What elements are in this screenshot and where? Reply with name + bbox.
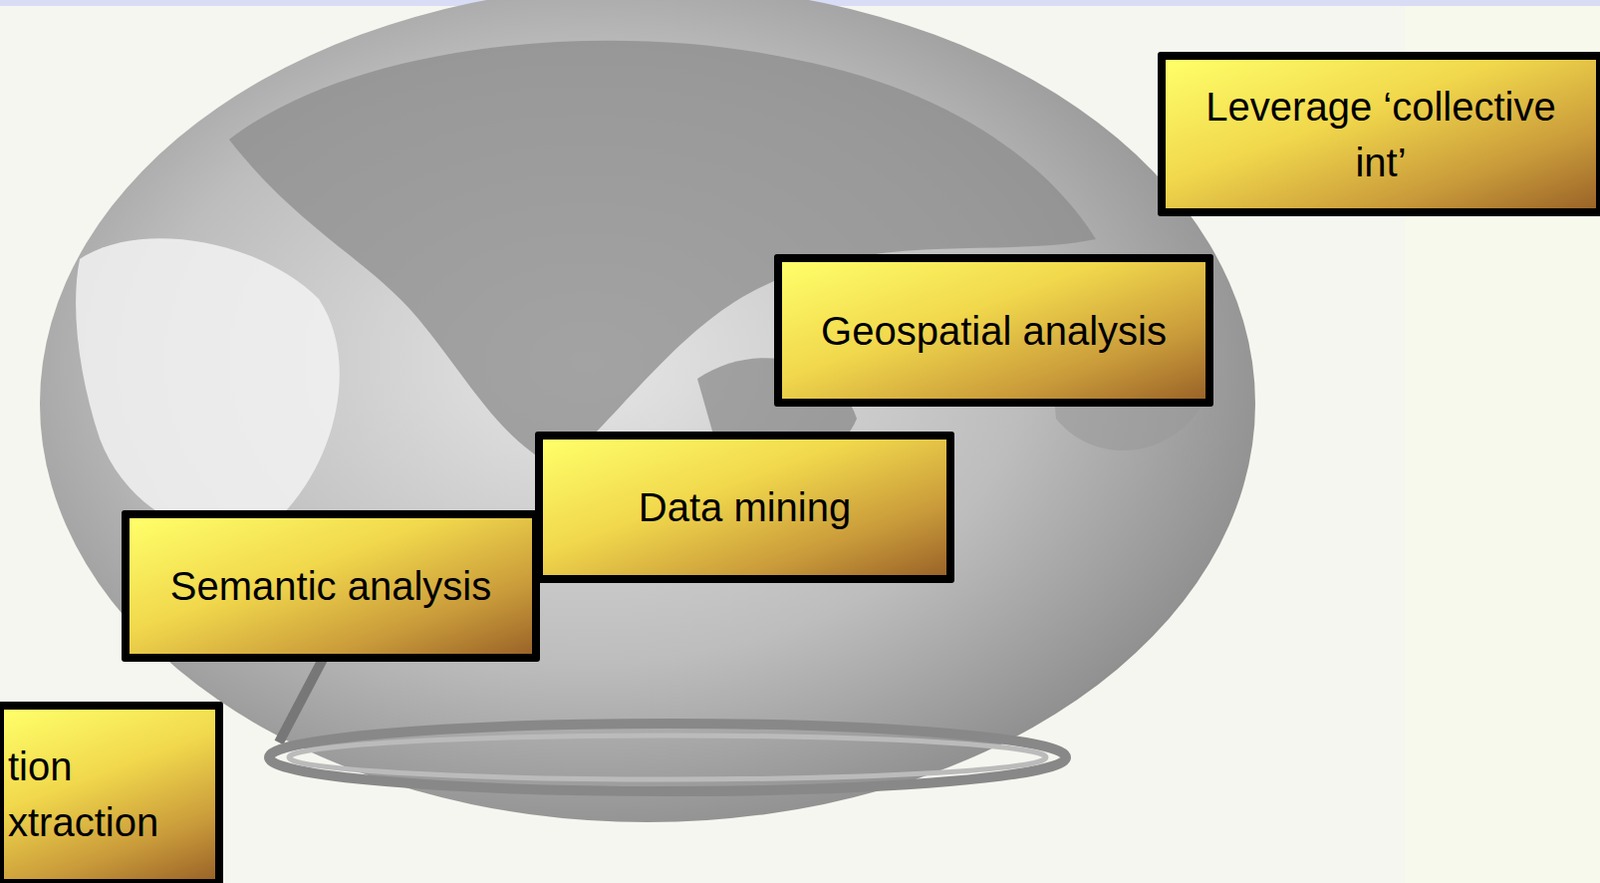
- process-box: Leverage ‘collective int’: [1157, 51, 1600, 217]
- ocean-highlight: [75, 238, 340, 534]
- box-label: Semantic analysis: [160, 557, 502, 614]
- process-box: Semantic analysis: [121, 510, 540, 662]
- process-box: Data mining: [534, 431, 955, 583]
- box-label: Leverage ‘collective int’: [1165, 78, 1597, 191]
- box-label: Geospatial analysis: [810, 302, 1177, 359]
- box-label: Data mining: [628, 479, 861, 535]
- process-box: tion xtraction: [0, 701, 224, 883]
- box-label: tion xtraction: [3, 738, 216, 850]
- globe: [39, 0, 1256, 822]
- process-box: Geospatial analysis: [774, 254, 1214, 407]
- globe-stand-leg: [278, 647, 329, 743]
- globe-stand-base: [288, 735, 1047, 780]
- globe-stand-base: [268, 723, 1067, 792]
